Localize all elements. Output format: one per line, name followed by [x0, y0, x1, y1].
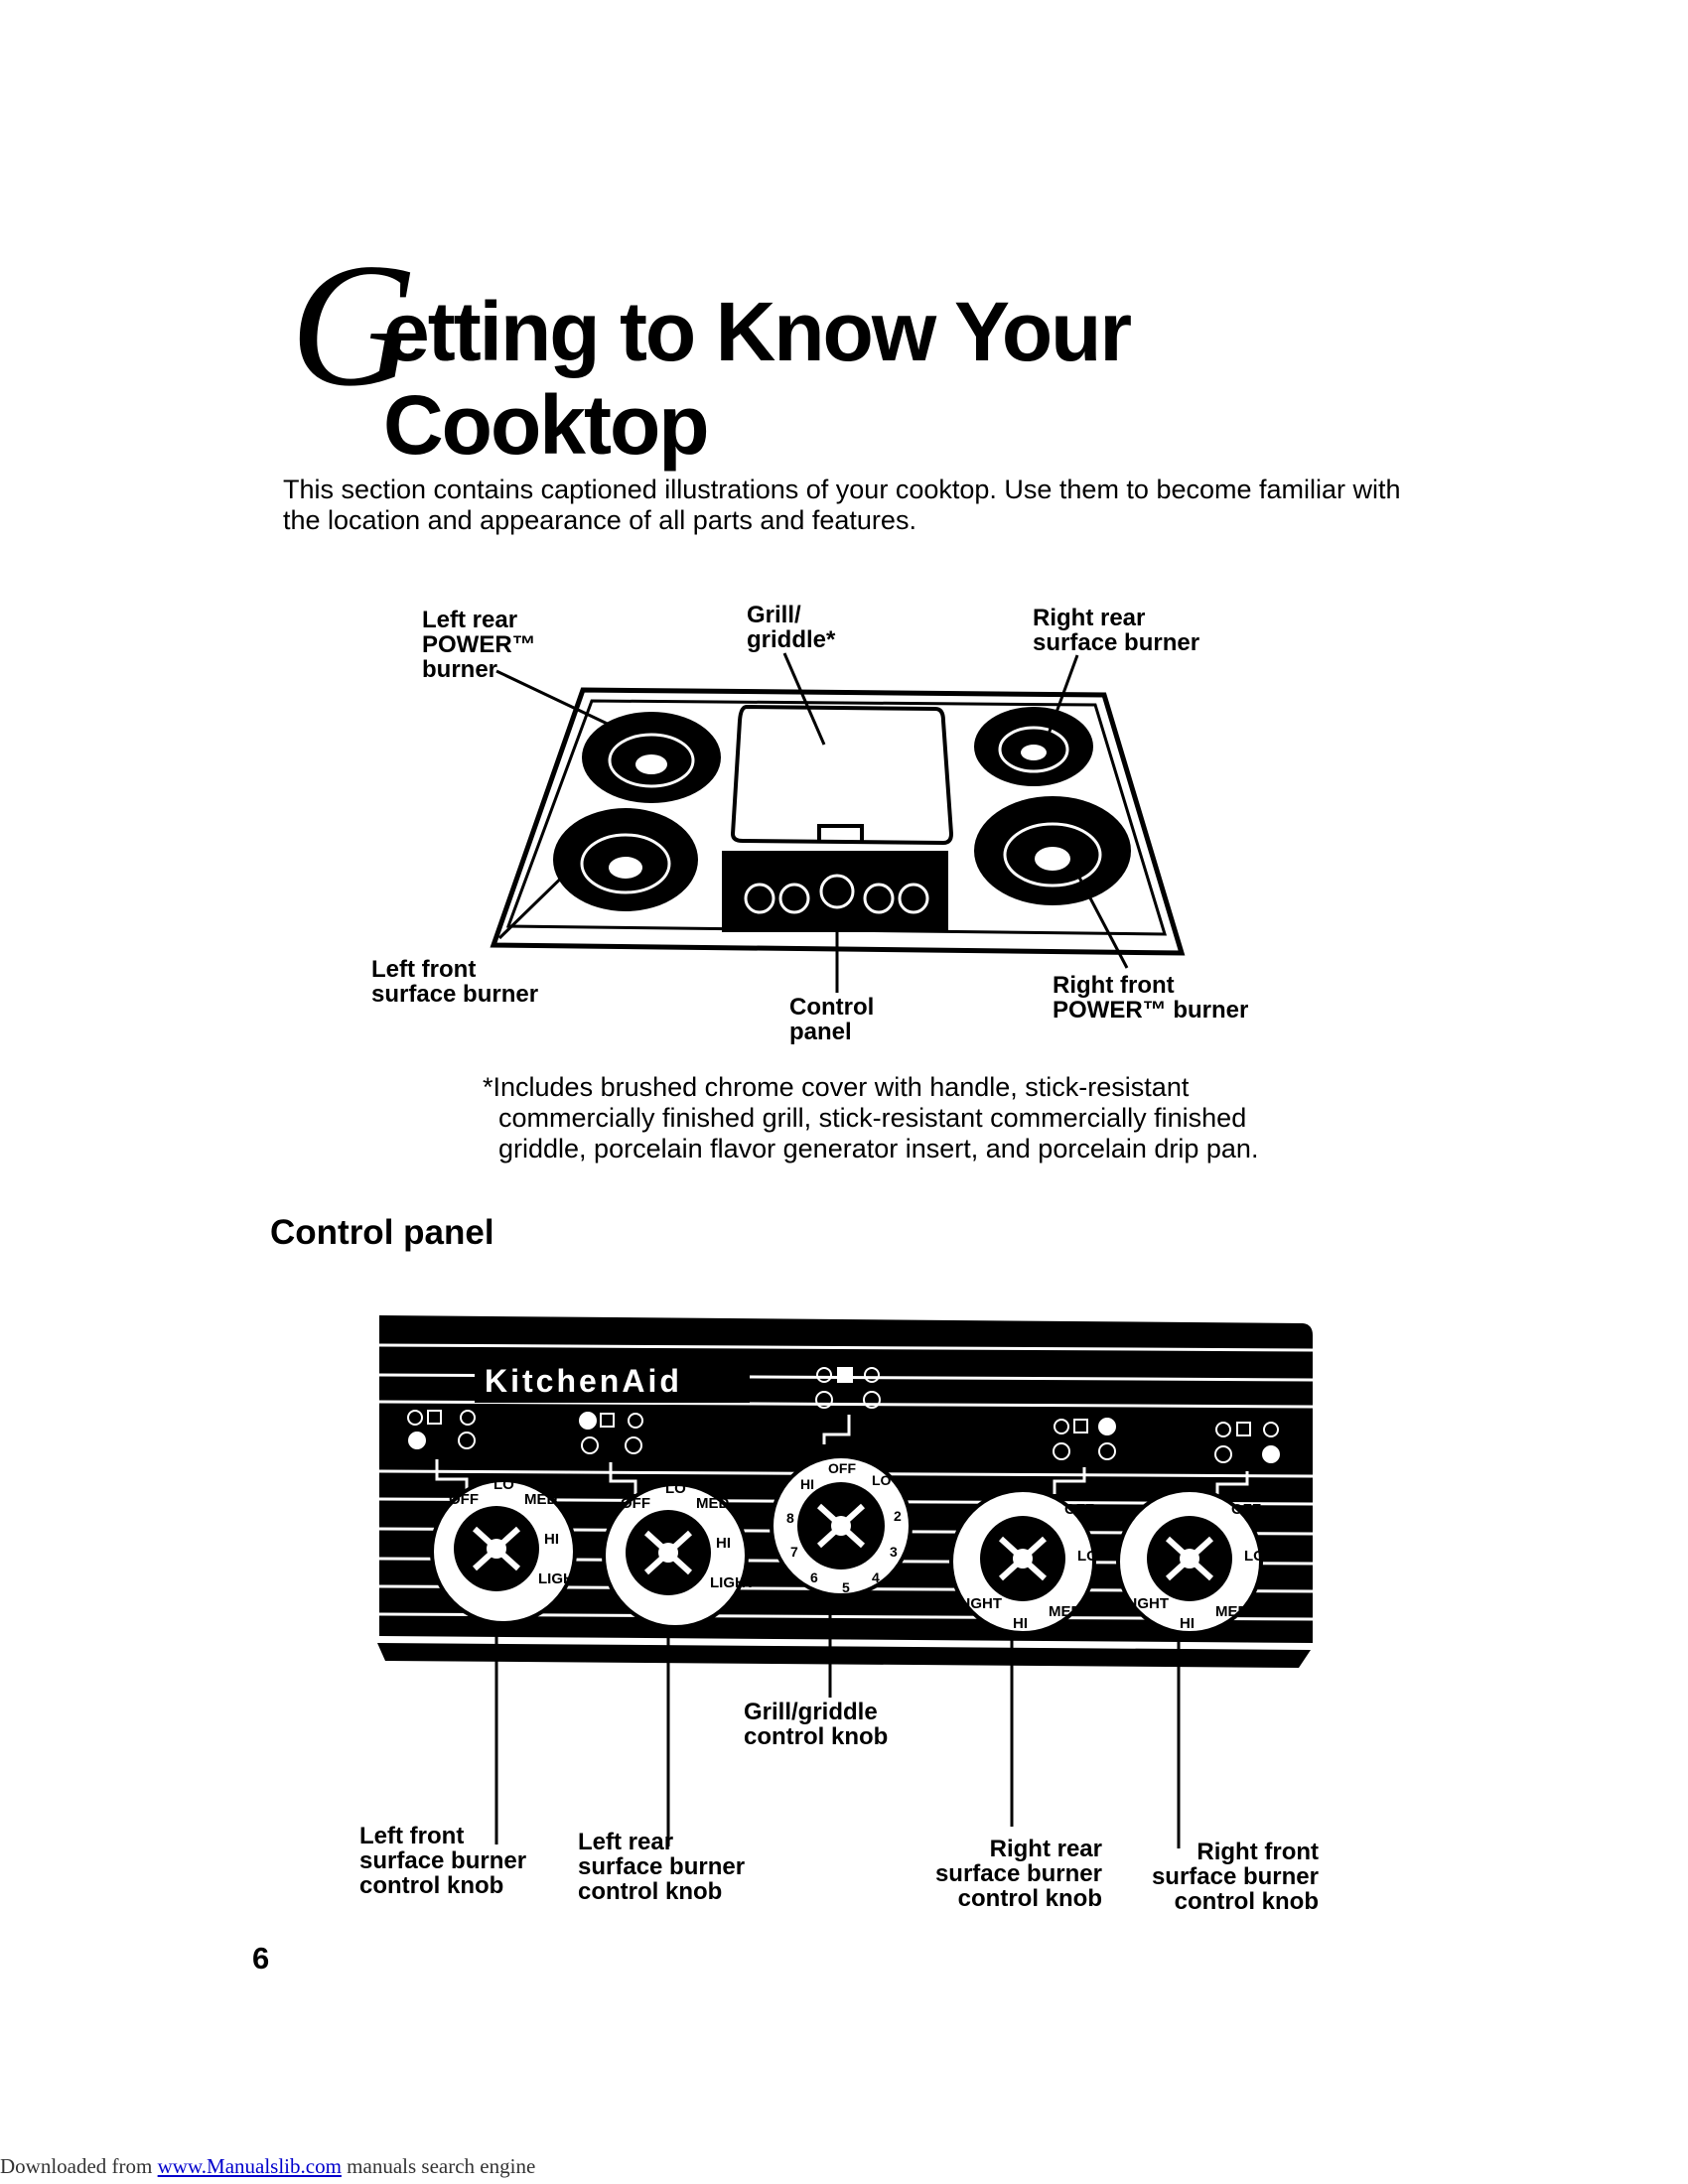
svg-text:HI: HI [716, 1535, 731, 1552]
svg-text:MED: MED [1049, 1603, 1082, 1620]
svg-text:LIGHT: LIGHT [957, 1595, 1002, 1612]
right-rear-burner-control-knob[interactable]: OFF LO MED HI LIGHT [949, 1488, 1098, 1635]
svg-text:8: 8 [786, 1510, 794, 1526]
svg-text:HI: HI [800, 1476, 814, 1492]
label-grill-griddle-knob: Grill/griddle control knob [744, 1699, 889, 1750]
grill-griddle-control-knob[interactable]: OFF LO 2 3 4 5 6 7 8 HI [770, 1454, 913, 1597]
page-title-line2: Cooktop [383, 378, 710, 472]
left-rear-burner [582, 712, 721, 803]
svg-text:MED: MED [1215, 1603, 1249, 1620]
svg-text:4: 4 [872, 1570, 880, 1585]
svg-text:OFF: OFF [828, 1460, 856, 1476]
indicator-lights [407, 1367, 1280, 1463]
svg-text:HI: HI [1180, 1615, 1195, 1632]
cooktop-control-panel [722, 851, 948, 932]
svg-text:MED: MED [524, 1491, 558, 1508]
right-front-burner [974, 796, 1131, 905]
svg-text:HI: HI [544, 1531, 559, 1548]
right-front-burner-control-knob[interactable]: OFF LO MED HI LIGHT [1116, 1488, 1265, 1635]
svg-text:LIGHT: LIGHT [710, 1574, 755, 1591]
label-left-rear-burner: Left rear POWER™ burner [422, 607, 536, 683]
left-front-burner-control-knob[interactable]: OFF LO MED HI LIGHT [430, 1476, 583, 1625]
left-front-burner [553, 808, 698, 911]
svg-text:MED: MED [696, 1495, 730, 1512]
svg-text:OFF: OFF [1064, 1501, 1094, 1518]
label-right-front-knob: Right front surface burner control knob [1151, 1839, 1319, 1915]
label-grill-griddle: Grill/ griddle* [747, 602, 836, 653]
svg-text:6: 6 [810, 1570, 818, 1585]
svg-text:LO: LO [872, 1472, 892, 1488]
svg-text:LO: LO [665, 1480, 686, 1497]
brand-logo: KitchenAid [485, 1363, 682, 1399]
label-right-rear-knob: Right rear surface burner control knob [934, 1836, 1102, 1912]
label-left-front-burner: Left front surface burner [371, 956, 539, 1008]
label-left-front-knob: Left front surface burner control knob [359, 1823, 527, 1899]
manualslib-link[interactable]: www.Manualslib.com [157, 2154, 342, 2178]
label-left-rear-knob: Left rear surface burner control knob [578, 1829, 746, 1905]
svg-text:OFF: OFF [1231, 1501, 1261, 1518]
page-title-line1: etting to Know Your [383, 285, 1132, 378]
svg-text:LO: LO [1077, 1548, 1098, 1565]
label-right-front-burner: Right front POWER™ burner [1053, 972, 1249, 1024]
right-rear-burner [974, 707, 1093, 786]
svg-text:LIGHT: LIGHT [1124, 1595, 1169, 1612]
svg-text:2: 2 [894, 1508, 902, 1524]
svg-text:7: 7 [790, 1544, 798, 1560]
title-initial: G [290, 226, 418, 423]
section-heading: Control panel [270, 1213, 494, 1252]
download-footer: Downloaded from www.Manualslib.com manua… [0, 2154, 536, 2178]
page-number: 6 [252, 1941, 270, 1976]
footnote: *Includes brushed chrome cover with hand… [483, 1072, 1259, 1163]
svg-text:LO: LO [493, 1476, 514, 1493]
svg-text:3: 3 [890, 1544, 898, 1560]
svg-text:OFF: OFF [449, 1491, 479, 1508]
intro-paragraph: This section contains captioned illustra… [283, 475, 1401, 535]
svg-text:HI: HI [1013, 1615, 1028, 1632]
svg-text:5: 5 [842, 1579, 850, 1595]
svg-text:LO: LO [1244, 1548, 1265, 1565]
label-control-panel: Control panel [789, 994, 875, 1045]
label-right-rear-burner: Right rear surface burner [1033, 605, 1200, 656]
svg-text:LIGHT: LIGHT [538, 1570, 583, 1587]
svg-text:OFF: OFF [621, 1495, 650, 1512]
left-rear-burner-control-knob[interactable]: OFF LO MED HI LIGHT [602, 1480, 755, 1629]
